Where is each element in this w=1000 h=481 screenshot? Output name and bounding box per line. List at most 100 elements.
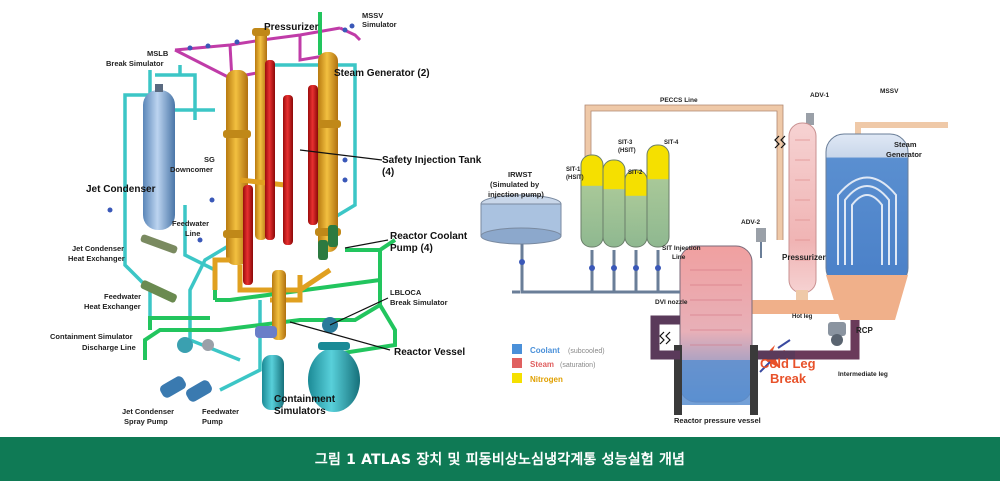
label-mssv-sub: Simulator — [362, 20, 397, 29]
left-labels: Pressurizer MSSV Simulator MSLB Break Si… — [50, 11, 482, 426]
injection-valves — [519, 259, 661, 271]
label-feedwater-hx: Feedwater — [104, 292, 141, 301]
leader-lines — [289, 149, 391, 351]
label-right-pressurizer: Pressurizer — [782, 253, 826, 262]
injection-lines — [512, 244, 680, 294]
label-right-steam-generator-sub: Generator — [886, 150, 922, 159]
label-reactor-pressure-vessel: Reactor pressure vessel — [674, 416, 761, 425]
right-labels: PECCS Line ADV-1 MSSV Steam Generator IR… — [488, 88, 922, 425]
label-rcp: RCP — [856, 326, 874, 335]
hot-leg-pipe — [752, 300, 842, 314]
peccs-line-outline — [584, 104, 784, 240]
lbloca-break-simulator — [255, 317, 338, 338]
label-sit3-sub: (HSIT) — [618, 148, 636, 154]
label-steam-generator: Steam Generator (2) — [334, 68, 430, 79]
label-irwst: IRWST — [508, 170, 532, 179]
break-symbols — [659, 135, 786, 345]
dvi-loop-pipe — [650, 315, 680, 360]
label-jet-condenser-spray-pump: Jet Condenser — [122, 407, 174, 416]
containment-simulators — [262, 342, 360, 412]
label-containment-discharge-sub: Discharge Line — [82, 343, 136, 352]
atlas-facility-figure: Pressurizer MSSV Simulator MSLB Break Si… — [50, 11, 948, 426]
intermediate-leg-pipe — [795, 320, 860, 360]
label-sit-injection-line: SIT Injection — [662, 245, 701, 252]
label-lbloca: LBLOCA — [390, 288, 422, 297]
label-mssv: MSSV — [362, 11, 383, 20]
jet-condenser-heat-exchanger — [140, 234, 178, 254]
label-containment-simulators-sub: Simulators — [274, 406, 326, 417]
label-pressurizer: Pressurizer — [264, 22, 319, 33]
label-sg-sub: Downcomer — [170, 165, 213, 174]
label-right-steam-generator: Steam — [894, 140, 917, 149]
label-reactor-vessel: Reactor Vessel — [394, 347, 465, 358]
label-intermediate-leg: Intermediate leg — [838, 371, 888, 378]
right-pecs-diagram: PECCS Line ADV-1 MSSV Steam Generator IR… — [480, 88, 948, 425]
label-safety-injection-tank: Safety Injection Tank — [382, 155, 482, 166]
label-feedwater-pump: Feedwater — [202, 407, 239, 416]
valve-markers — [107, 23, 355, 243]
label-mslb: MSLB — [147, 49, 169, 58]
reactor-coolant-pumps — [318, 225, 338, 260]
label-safety-injection-tank-sub: (4) — [382, 167, 394, 178]
label-lbloca-sub: Break Simulator — [390, 298, 448, 307]
safety-injection-tanks — [243, 60, 318, 285]
legend-item-coolant: Coolant (subcooled) — [512, 344, 605, 355]
label-sit1-sub: (HSIT) — [566, 175, 584, 181]
legend-note-steam: (saturation) — [560, 362, 595, 369]
label-dvi-nozzle: DVI nozzle — [655, 299, 688, 306]
label-irwst-sub1: (Simulated by — [490, 180, 540, 189]
label-jet-condenser-spray-pump-sub: Spray Pump — [124, 417, 168, 426]
legend-item-nitrogen: Nitrogen — [512, 373, 563, 384]
legend-swatch-coolant — [512, 344, 522, 354]
label-sit3: SIT-3 — [618, 140, 633, 146]
label-reactor-coolant-pump: Reactor Coolant — [390, 231, 468, 242]
label-mslb-sub: Break Simulator — [106, 59, 164, 68]
legend-label-nitrogen: Nitrogen — [530, 375, 563, 384]
right-pressurizer — [788, 122, 817, 312]
label-adv1: ADV-1 — [810, 92, 830, 99]
label-irwst-sub2: injection pump) — [488, 190, 544, 199]
sit-tanks — [580, 144, 670, 248]
label-sit4: SIT-4 — [664, 140, 679, 146]
label-adv2: ADV-2 — [741, 219, 761, 226]
steam-generator-left — [223, 70, 251, 265]
legend-note-coolant: (subcooled) — [568, 348, 605, 355]
feedwater-heat-exchanger — [140, 280, 177, 303]
label-containment-discharge: Containment Simulator — [50, 332, 133, 341]
rcp-pump — [828, 322, 846, 346]
label-feedwater-hx-sub: Heat Exchanger — [84, 302, 141, 311]
label-sit-injection-line-sub: Line — [672, 254, 686, 261]
label-mssv-right: MSSV — [880, 88, 899, 95]
legend: Coolant (subcooled) Steam (saturation) N… — [512, 344, 605, 384]
label-feedwater-pump-sub: Pump — [202, 417, 223, 426]
reactor-pressure-vessel — [674, 245, 758, 415]
label-peccs-line: PECCS Line — [660, 97, 698, 104]
label-reactor-coolant-pump-sub: Pump (4) — [390, 243, 433, 254]
left-atlas-diagram: Pressurizer MSSV Simulator MSLB Break Si… — [50, 11, 482, 426]
label-sit1: SIT-1 — [566, 167, 581, 173]
label-containment-simulators: Containment — [274, 394, 336, 405]
legend-label-steam: Steam — [530, 360, 554, 369]
label-hot-leg: Hot leg — [792, 314, 813, 320]
label-jet-condenser: Jet Condenser — [86, 184, 156, 195]
label-feedwater-line: Feedwater — [172, 219, 209, 228]
irwst-tank — [480, 194, 562, 245]
caption-bar: 그림 1 ATLAS 장치 및 피동비상노심냉각계통 성능실험 개념 — [0, 437, 1000, 481]
label-cold-leg-break: Cold Leg — [760, 356, 816, 371]
adv2-valve — [756, 228, 766, 258]
figure-caption: 그림 1 ATLAS 장치 및 피동비상노심냉각계통 성능실험 개념 — [314, 452, 686, 468]
legend-swatch-nitrogen — [512, 373, 522, 383]
label-sit2: SIT-2 — [628, 170, 643, 176]
right-steam-generator — [825, 133, 909, 320]
feedwater-pump — [186, 380, 212, 402]
label-jet-condenser-hx-sub: Heat Exchanger — [68, 254, 125, 263]
legend-item-steam: Steam (saturation) — [512, 358, 595, 369]
jet-condenser-vessel — [143, 84, 175, 230]
jet-condenser-spray-pump — [160, 376, 186, 398]
green-piping — [143, 12, 397, 360]
label-jet-condenser-hx: Jet Condenser — [72, 244, 124, 253]
adv1-valve — [806, 113, 814, 125]
pressurizer-vessel — [252, 28, 270, 240]
peccs-line — [585, 105, 783, 240]
label-cold-leg-break-sub: Break — [770, 371, 807, 386]
